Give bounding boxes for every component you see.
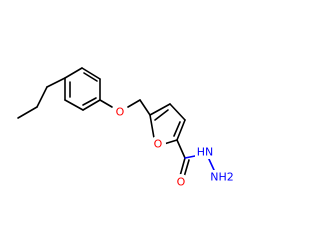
chemical-structure: O O O HN NH2 (17, 67, 236, 190)
svg-text:O: O (116, 106, 125, 119)
ether-oxygen-atom: O (112, 104, 128, 120)
furan-oxygen-atom: O (150, 136, 166, 152)
svg-text:HN: HN (197, 146, 214, 159)
furan-ring (149, 103, 186, 145)
hydrazide-nh2-atom: NH2 (208, 170, 236, 184)
svg-text:NH2: NH2 (210, 171, 234, 184)
benzene-ring (64, 67, 101, 111)
svg-text:O: O (177, 176, 186, 189)
propyl-chain (17, 77, 66, 119)
carbonyl-oxygen-atom: O (173, 174, 189, 190)
ether-linker (99, 99, 151, 116)
svg-text:O: O (154, 138, 163, 151)
hydrazide-nh-atom: HN (195, 145, 215, 159)
